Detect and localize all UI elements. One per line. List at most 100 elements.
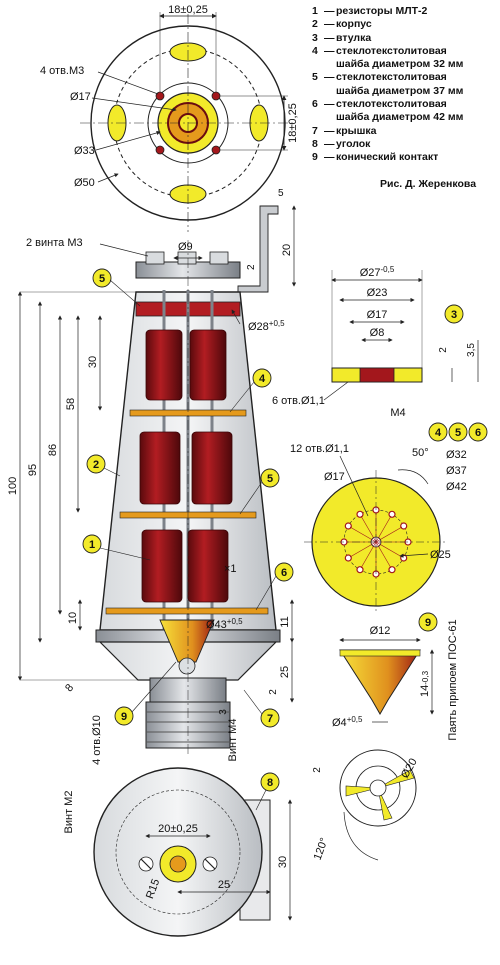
resistor-1a [145,329,183,401]
dim-h2-mid: 2 [268,689,279,695]
figure-caption: Рис. Д. Жеренкова [380,178,477,190]
hole-m3-2 [211,91,221,101]
label-holes-12: 12 отв.Ø1,1 [290,443,349,455]
callout-5-main: 5 [260,468,280,488]
legend-dash: — [324,98,335,111]
note-solder: Паять припоем ПОС-61 [447,619,459,740]
dim-h35: 3,5 [466,343,477,357]
svg-text:1: 1 [89,539,95,551]
dim-h2-right: 2 [312,767,323,773]
washer-detail: 12 отв.Ø1,1 50° Ø17 Ø25 Ø32 Ø37 Ø42 [290,443,467,614]
svg-text:6: 6 [281,567,287,579]
dim-h30: 30 [87,356,99,368]
resistor-2b [191,431,233,505]
dim-h3-bot: 3 [218,709,229,715]
legend-text: стеклотекстолитовая шайба диаметром 37 м… [336,71,464,97]
legend-text: крышка [336,124,377,137]
dim-h2-top: 2 [246,264,257,270]
callout-9-detail: 9 [418,612,438,632]
legend-text: стеклотекстолитовая шайба диаметром 32 м… [336,44,464,71]
legend-number: 6 [312,98,318,111]
hole-m3-1 [155,91,165,101]
legend-item: 2 —корпус [312,18,500,31]
legend-text: конический контакт [336,151,439,164]
callout-6-detail: 6 [468,422,488,442]
main-section: 2 винта М3 Ø9 Ø28+0,5 100 95 86 58 30 10… [7,188,297,765]
legend-text: уголок [336,137,371,150]
dim-h25: 25 [279,666,291,678]
legend-number: 4 [312,44,318,57]
legend-text: корпус [336,18,372,31]
dim-d4: Ø4+0,5 [332,715,363,729]
svg-text:6: 6 [475,427,481,439]
dim-h11: 11 [279,616,291,627]
washer-hole [388,566,396,574]
screw-head-1 [145,251,165,265]
callout-5-top: 5 [92,268,112,288]
legend-text: втулка [336,31,372,44]
label-x1: ×1 [224,563,237,575]
legend-dash: — [324,71,335,84]
legend-number: 3 [312,31,318,44]
dim-d17-bushing: Ø17 [367,309,388,321]
legend-item: 8—уголок [312,138,500,151]
label-holes-d11: 6 отв.Ø1,1 [272,395,325,407]
dim-h86: 86 [47,444,59,456]
dim-d43: Ø43+0,5 [206,617,243,631]
label-screw-m4: Винт М4 [227,719,239,762]
label-screw-m2: Винт М2 [63,791,75,834]
cone-detail: Ø12 Ø4+0,5 14-0,3 Паять припоем ПОС-61 [332,619,459,740]
callout-6-main: 6 [274,562,294,582]
legend-number: 7 [312,124,318,137]
svg-text:2: 2 [93,459,99,471]
legend-item: 9—конический контакт [312,151,500,164]
screw-head-3 [209,251,229,265]
legend-item: 6—стеклотекстолитовая шайба диаметром 42… [312,98,500,125]
label-d33: Ø33 [74,145,95,157]
label-d17-top: Ø17 [70,91,91,103]
legend-item: 7 —крышка [312,125,500,138]
label-d50: Ø50 [74,177,95,189]
dim-w20: 20±0,25 [158,823,198,835]
top-view: 18±0,25 18±0,25 4 отв.М3 Ø17 Ø33 Ø50 [40,4,299,232]
washer-hole [400,522,408,530]
washer-hole [388,510,396,518]
legend-dash: — [324,44,335,57]
resistor-1b [189,329,227,401]
dim-h10: 10 [67,612,79,624]
hole-m3-4 [211,145,221,155]
cone-contact [159,619,215,663]
callout-9-main: 9 [114,706,134,726]
legend-dash: — [324,5,335,17]
legend-number: 2 [312,18,318,31]
bottom-view: 20±0,25 R15 25 30 Винт М2 [63,767,293,937]
svg-text:4: 4 [259,373,266,385]
cone-profile [339,649,421,716]
callout-1: 1 [82,534,102,554]
legend-number: 5 [312,71,318,84]
svg-text:5: 5 [99,273,105,285]
legend-dash: — [324,31,335,44]
svg-text:9: 9 [425,617,431,629]
resistor-3a [141,529,183,603]
dim-angle-120: 120° [312,836,331,861]
legend-dash: — [324,124,335,137]
dim-h5-top: 5 [278,188,284,199]
dim-d17-washer: Ø17 [324,471,345,483]
washer-hole [356,510,364,518]
dim-w25: 25 [218,879,230,891]
dim-h8: 8 [63,682,76,694]
bracket-angle [237,205,279,293]
dim-h58: 58 [65,398,77,410]
label-screws-m3: 2 винта М3 [26,237,83,249]
washer-42 [105,607,269,615]
callouts: 1 2 3 4 5 5 6 7 8 9 9 4 5 6 [82,268,488,811]
label-m4: M4 [390,407,405,419]
legend-dash: — [324,18,335,31]
svg-text:7: 7 [267,713,273,725]
resistor-3b [187,529,229,603]
washer-hole [344,554,352,562]
